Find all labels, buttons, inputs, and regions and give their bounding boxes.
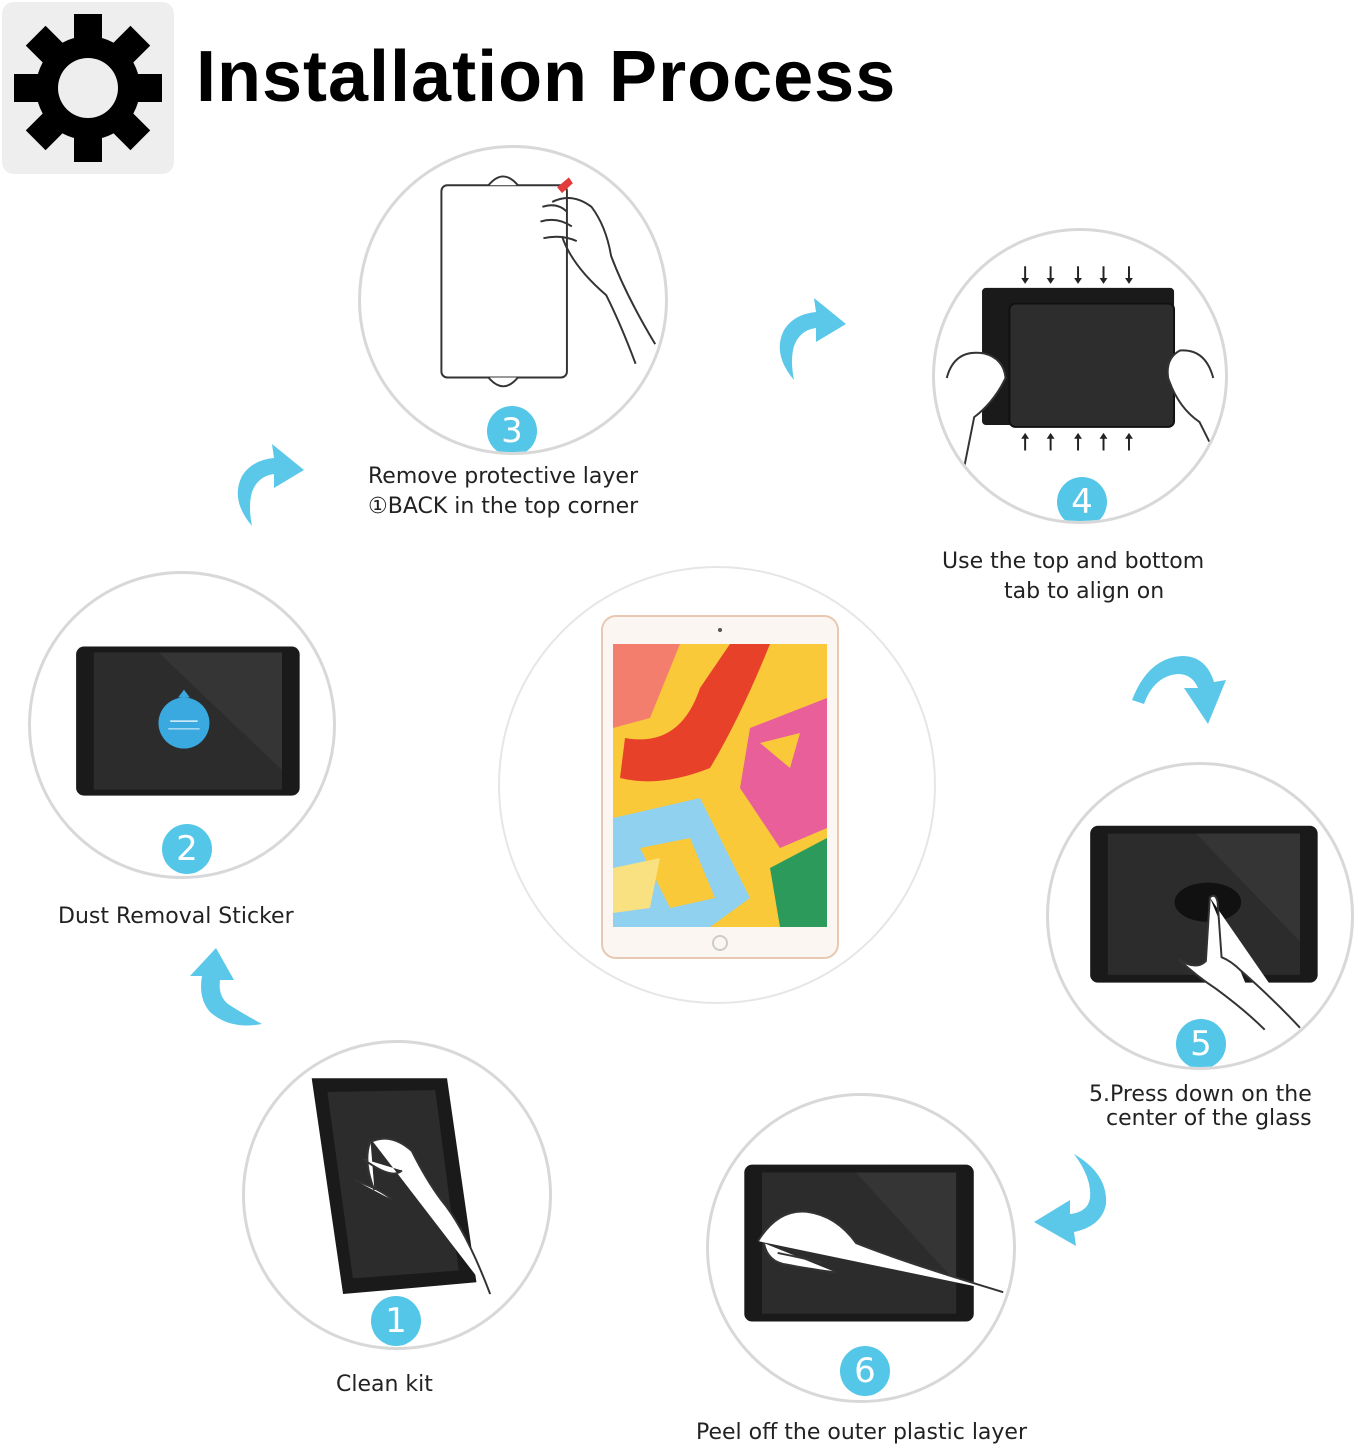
curved-arrow-icon [190,948,262,1026]
curved-arrow-icon [1132,656,1226,724]
header-icon-box [2,2,174,174]
curved-arrow-icon [779,298,846,380]
peel-outer-layer-illustration [744,1164,1004,1322]
step-3-caption-line-1: Remove protective layer [368,464,638,489]
gear-icon [14,14,162,162]
curved-arrow-icon [1034,1154,1107,1246]
step-4-caption-line-1: Use the top and bottom [942,549,1205,574]
tablet-icon [601,615,839,959]
step-2-caption: Dust Removal Sticker [58,904,294,929]
step-1-badge: 1 [371,1296,421,1346]
step-5-caption-line-1: 5.Press down on the [1089,1082,1312,1107]
step-6-caption: Peel off the outer plastic layer [696,1420,1028,1445]
press-center-illustration [1090,825,1318,1031]
center-device-circle [498,566,936,1004]
step-2-badge: 2 [162,824,212,874]
dust-sticker-illustration [76,646,300,796]
step-3-caption-line-2: ①BACK in the top corner [368,494,639,519]
step-1-circle: 1 [242,1040,552,1350]
clean-screen-illustration [311,1078,492,1295]
page-title: Installation Process [196,37,897,117]
step-6-badge: 6 [840,1346,890,1396]
step-4-circle: 4 [932,228,1228,524]
step-5-caption-line-2: center of the glass [1106,1106,1312,1131]
step-4-caption-line-2: tab to align on [1004,579,1165,604]
peel-back-layer-illustration [440,175,657,388]
align-tabs-illustration [945,266,1215,467]
step-2-circle: 2 [28,571,336,879]
step-6-circle: 6 [706,1093,1016,1403]
step-3-circle: 3 [358,145,668,455]
curved-arrow-icon [237,444,304,526]
step-4-badge: 4 [1057,477,1107,521]
step-1-caption: Clean kit [336,1372,433,1397]
step-5-badge: 5 [1176,1019,1226,1067]
step-3-badge: 3 [487,406,537,452]
step-5-circle: 5 [1046,762,1354,1070]
